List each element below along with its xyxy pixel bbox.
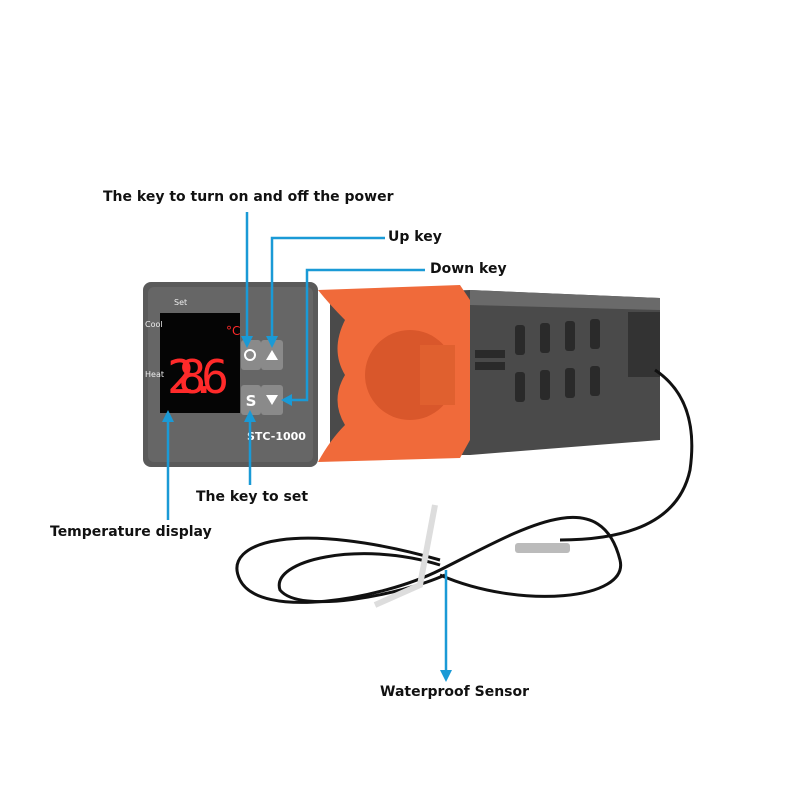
display-unit: °C [226, 324, 240, 338]
label-power-key: The key to turn on and off the power [103, 189, 394, 205]
indicator-heat: Heat [145, 370, 164, 379]
sensor-probe [515, 543, 570, 553]
arrowheads [162, 336, 452, 682]
cable-tie [373, 504, 438, 608]
label-up-key: Up key [388, 229, 442, 245]
down-arrow-icon [266, 395, 278, 405]
sensor-cable [235, 368, 694, 604]
label-waterproof-sensor: Waterproof Sensor [380, 684, 530, 700]
label-set-key: The key to set [196, 489, 309, 505]
power-button[interactable] [241, 340, 261, 370]
indicator-set: Set [174, 298, 187, 307]
label-down-key: Down key [430, 261, 507, 277]
lcd-display [160, 313, 240, 413]
set-button-label: S [246, 392, 257, 410]
indicator-cool: Cool [145, 320, 163, 329]
label-temperature-display: Temperature display [50, 524, 212, 540]
power-icon [244, 349, 256, 361]
up-arrow-icon [266, 350, 278, 360]
callout-lines [166, 212, 448, 672]
model-label: STC-1000 [247, 430, 306, 443]
mounting-clip [318, 285, 470, 462]
set-button[interactable] [241, 385, 261, 415]
display-value: 28.6 [167, 350, 229, 404]
vent-slots [475, 319, 600, 402]
